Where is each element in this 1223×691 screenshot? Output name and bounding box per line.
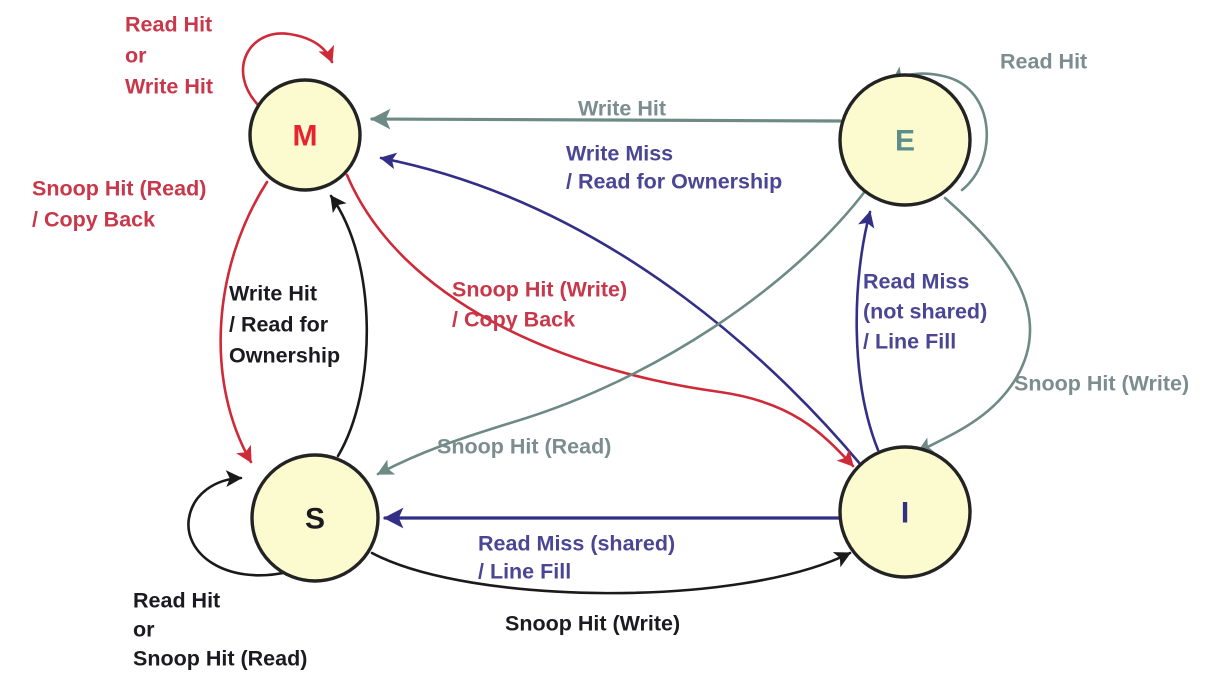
label-i-to-s-line1: Read Miss (shared) <box>478 532 675 556</box>
edge-m-to-i <box>345 173 855 468</box>
node-s-circle[interactable] <box>250 453 380 583</box>
label-s-self-line1: Read Hit <box>133 589 220 613</box>
label-i-to-e-line1: Read Miss <box>863 270 969 294</box>
edge-m-to-s-path <box>219 180 269 464</box>
node-i[interactable]: I <box>838 445 972 579</box>
label-i-to-s-line2: / Line Fill <box>478 560 571 584</box>
label-m-to-i-line1: Snoop Hit (Write) <box>452 278 627 302</box>
node-i-circle[interactable] <box>838 445 972 579</box>
node-i-label: I <box>901 497 909 530</box>
edge-s-to-m-path <box>329 194 369 458</box>
edge-m-to-s <box>219 180 269 464</box>
label-s-to-m: Write Hit / Read for Ownership <box>229 282 340 368</box>
label-i-to-e: Read Miss (not shared) / Line Fill <box>863 270 987 354</box>
label-s-self-line2: or <box>133 618 155 642</box>
edge-s-self-loop-path <box>187 470 290 577</box>
node-m-label: M <box>293 120 318 153</box>
edge-m-self-loop <box>241 32 335 108</box>
label-m-self-line1: Read Hit <box>125 13 212 37</box>
label-i-to-m-line1: Write Miss <box>566 142 673 166</box>
label-m-to-s-line2: / Copy Back <box>32 208 155 232</box>
edge-i-to-m <box>379 152 863 467</box>
edge-i-to-e <box>855 210 880 452</box>
node-m[interactable]: M <box>248 78 362 192</box>
label-m-to-s: Snoop Hit (Read) / Copy Back <box>32 177 206 232</box>
edge-e-to-i <box>916 196 1032 454</box>
node-s[interactable]: S <box>250 453 380 583</box>
edge-s-to-m <box>329 194 369 458</box>
edge-i-to-e-path <box>855 210 880 452</box>
node-e-label: E <box>895 125 915 158</box>
edge-m-to-i-path <box>345 173 855 468</box>
label-i-to-m-line2: / Read for Ownership <box>566 170 782 194</box>
label-e-to-s-line1: Snoop Hit (Read) <box>437 435 611 459</box>
edge-s-to-i <box>370 551 852 595</box>
label-e-to-i-line1: Snoop Hit (Write) <box>1014 372 1189 396</box>
label-s-self-line3: Snoop Hit (Read) <box>133 647 307 671</box>
node-m-circle[interactable] <box>248 78 362 192</box>
label-m-self-line2: or <box>125 44 147 68</box>
edge-s-to-i-path <box>370 551 852 595</box>
label-m-to-s-line1: Snoop Hit (Read) <box>32 177 206 201</box>
edge-e-to-i-path <box>916 196 1032 454</box>
label-i-to-e-line3: / Line Fill <box>863 330 956 354</box>
label-e-to-m: Write Hit <box>578 97 666 121</box>
label-s-to-i: Snoop Hit (Write) <box>505 612 680 636</box>
label-e-to-i: Snoop Hit (Write) <box>1014 372 1189 396</box>
edge-e-to-m-path <box>370 108 842 130</box>
node-s-label: S <box>305 503 325 536</box>
label-i-to-e-line2: (not shared) <box>863 300 987 324</box>
label-m-to-i-line2: / Copy Back <box>452 308 575 332</box>
label-m-to-i: Snoop Hit (Write) / Copy Back <box>452 278 627 332</box>
label-i-to-m: Write Miss / Read for Ownership <box>566 142 782 194</box>
node-e[interactable]: E <box>838 73 972 207</box>
node-e-circle[interactable] <box>838 73 972 207</box>
label-i-to-s: Read Miss (shared) / Line Fill <box>478 532 675 584</box>
label-e-self-line1: Read Hit <box>1000 50 1087 74</box>
edge-s-self-loop <box>187 470 290 577</box>
label-e-to-m-line1: Write Hit <box>578 97 666 121</box>
label-s-to-m-line3: Ownership <box>229 344 340 368</box>
edge-e-to-m <box>370 108 842 130</box>
edge-e-to-s <box>376 188 868 476</box>
label-m-self-line3: Write Hit <box>125 75 213 99</box>
edge-e-to-s-path <box>376 188 868 476</box>
label-s-to-m-line2: / Read for <box>229 313 329 337</box>
label-e-self-loop: Read Hit <box>1000 50 1087 74</box>
label-e-to-s: Snoop Hit (Read) <box>437 435 611 459</box>
label-s-self-loop: Read Hit or Snoop Hit (Read) <box>133 589 307 671</box>
label-s-to-i-line1: Snoop Hit (Write) <box>505 612 680 636</box>
edge-m-self-loop-path <box>241 32 335 108</box>
edge-i-to-m-path <box>379 152 863 467</box>
label-m-self-loop: Read Hit or Write Hit <box>125 13 213 99</box>
label-s-to-m-line1: Write Hit <box>229 282 317 306</box>
